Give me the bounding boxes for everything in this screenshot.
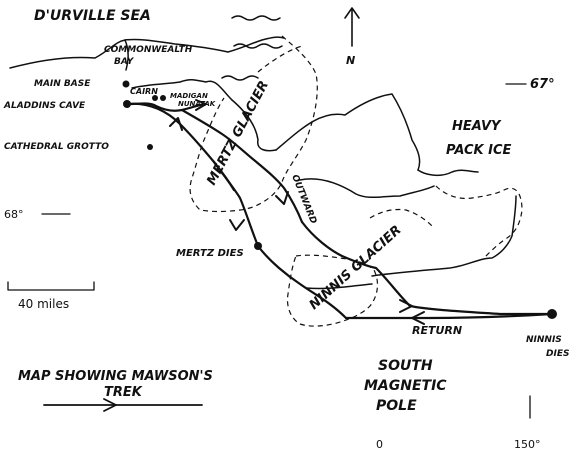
main-base-label: MAIN BASE xyxy=(34,79,91,89)
ninnis-dies-line1: NINNIS xyxy=(526,335,562,345)
lat-67-label: 67° xyxy=(530,77,555,92)
ninnis-glacier-label: NINNIS GLACIER xyxy=(307,223,405,313)
legend-title-line1: MAP SHOWING MAWSON'S xyxy=(18,369,213,384)
bay-label-line2: BAY xyxy=(114,57,135,67)
heavy-pack-ice-line1: HEAVY xyxy=(452,119,502,134)
madigan-nunatak-dot xyxy=(160,95,166,101)
scale-bar xyxy=(7,281,95,291)
trek-route xyxy=(126,102,554,320)
aladdins-cave-label: ALADDINS CAVE xyxy=(3,101,86,111)
mertz-dies-label: MERTZ DIES xyxy=(176,248,244,259)
legend-title-line2: TREK xyxy=(104,385,143,400)
mertz-glacier-label: MERTZ GLACIER xyxy=(204,78,272,187)
cathedral-grotto-label: CATHEDRAL GROTTO xyxy=(4,142,109,152)
cairn-label: CAIRN xyxy=(130,87,158,96)
lat-68-label: 68° xyxy=(4,208,24,221)
heavy-pack-ice-line2: PACK ICE xyxy=(446,143,512,158)
cairn-dot xyxy=(152,95,158,101)
pole-label-line1: SOUTH xyxy=(378,358,433,374)
mertz-dies-dot xyxy=(254,242,262,250)
lon-0-label: 0 xyxy=(376,438,383,451)
location-dots xyxy=(122,80,557,319)
ninnis-dies-line2: DIES xyxy=(546,349,569,359)
madigan-nunatak-label-line2: NUNATAK xyxy=(178,100,216,108)
outward-label: OUTWARD xyxy=(289,173,318,226)
route-arrows xyxy=(169,99,425,325)
bay-label-line1: COMMONWEALTH xyxy=(104,45,193,55)
madigan-nunatak-label-line1: MADIGAN xyxy=(170,92,208,100)
main-base-dot xyxy=(122,80,130,88)
scale-label: 40 miles xyxy=(18,297,69,311)
legend-arrow-icon xyxy=(43,398,203,412)
return-label: RETURN xyxy=(412,324,462,337)
lon-150-label: 150° xyxy=(514,438,541,451)
cathedral-grotto-dot xyxy=(147,144,153,150)
north-arrow-icon xyxy=(344,7,360,47)
sea-label: D'URVILLE SEA xyxy=(34,8,151,24)
coastline xyxy=(9,36,517,290)
pole-label-line3: POLE xyxy=(376,398,417,414)
pole-label-line2: MAGNETIC xyxy=(364,378,447,394)
sea-waves xyxy=(221,15,283,81)
north-label: N xyxy=(346,54,355,67)
aladdins-cave-dot xyxy=(123,100,131,108)
glacier-outlines xyxy=(189,35,523,327)
ninnis-dies-dot xyxy=(547,309,557,319)
